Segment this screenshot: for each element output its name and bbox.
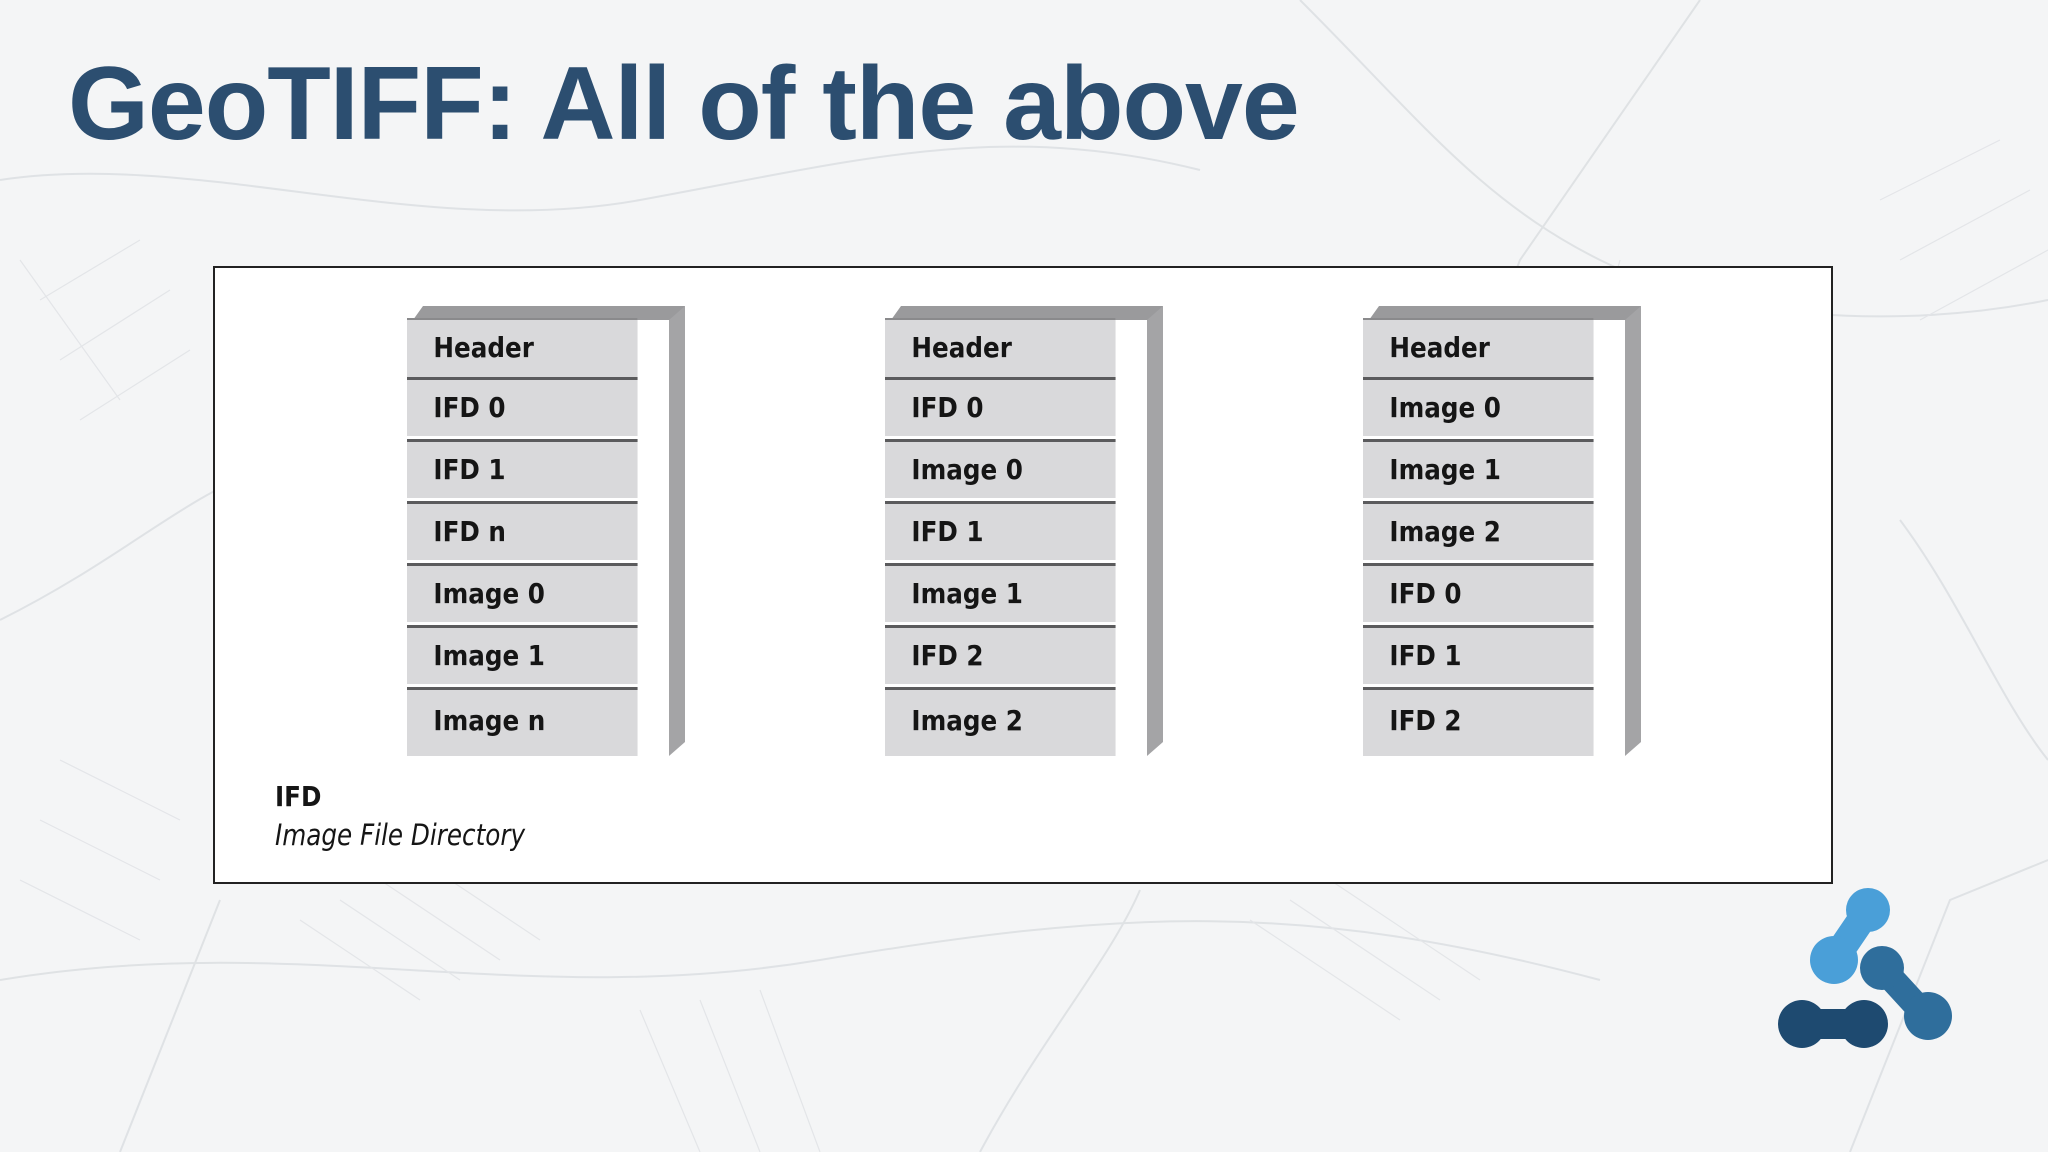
stack-cell: Image 2 — [1363, 501, 1594, 560]
stack-cell: Header — [1363, 318, 1594, 377]
stack-top-face — [891, 306, 1163, 320]
network-nodes-logo-icon — [1778, 888, 1952, 1048]
stack-cell: Image 1 — [885, 563, 1116, 622]
stack-cell: IFD 1 — [885, 501, 1116, 560]
stack-cell: IFD 0 — [1363, 563, 1594, 622]
legend-term: IFD — [275, 780, 322, 813]
stack-cell: Image 1 — [1363, 439, 1594, 498]
stack-side-face — [1625, 306, 1641, 756]
file-layout-stack-1: Header IFD 0 IFD 1 IFD n Image 0 Image 1… — [407, 306, 685, 756]
stack-cell: Image 0 — [1363, 377, 1594, 436]
legend-definition: Image File Directory — [275, 818, 526, 852]
file-layout-stack-2: Header IFD 0 Image 0 IFD 1 Image 1 IFD 2… — [885, 306, 1163, 756]
stack-cell: IFD 0 — [407, 377, 638, 436]
stack-cell: IFD 1 — [407, 439, 638, 498]
stack-cell: Image 0 — [407, 563, 638, 622]
stack-cell: Image 0 — [885, 439, 1116, 498]
stack-side-face — [669, 306, 685, 756]
file-layout-stack-3: Header Image 0 Image 1 Image 2 IFD 0 IFD… — [1363, 306, 1641, 756]
stack-top-face — [413, 306, 685, 320]
stack-cell: IFD 2 — [885, 625, 1116, 684]
stack-side-face — [1147, 306, 1163, 756]
stack-cell: Header — [407, 318, 638, 377]
tiff-layout-diagram: Header IFD 0 IFD 1 IFD n Image 0 Image 1… — [213, 266, 1833, 884]
stack-cell: Image 1 — [407, 625, 638, 684]
stack-cell: IFD 2 — [1363, 687, 1594, 756]
stack-cell: Image n — [407, 687, 638, 756]
stack-cell: IFD 0 — [885, 377, 1116, 436]
slide-title: GeoTIFF: All of the above — [68, 46, 1300, 162]
stack-top-face — [1369, 306, 1641, 320]
stack-cell: Image 2 — [885, 687, 1116, 756]
stack-cell: IFD n — [407, 501, 638, 560]
stack-cell: IFD 1 — [1363, 625, 1594, 684]
stack-cell: Header — [885, 318, 1116, 377]
